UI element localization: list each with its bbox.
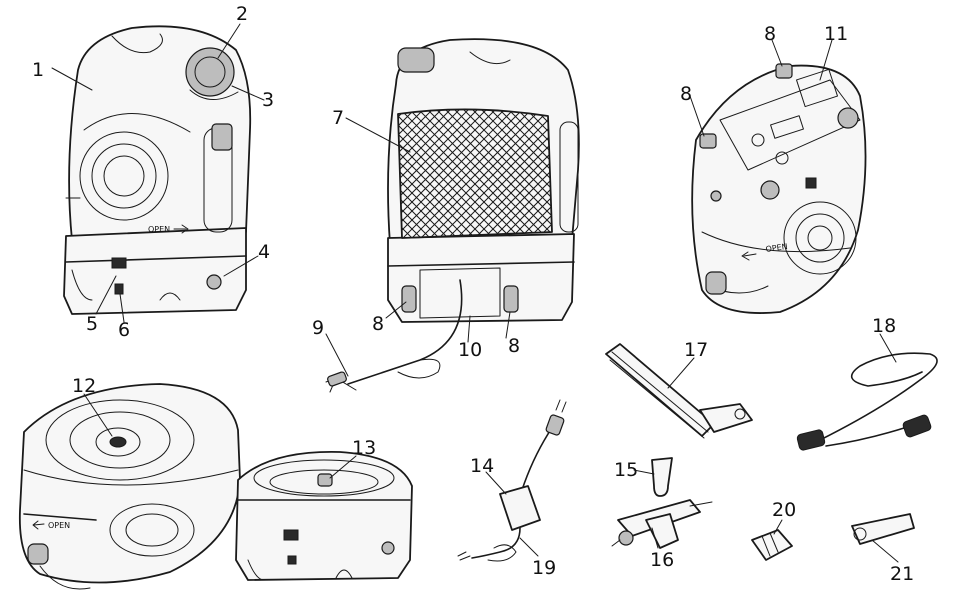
mesh-line [498,109,552,238]
callout-19: 19 [532,557,556,579]
mesh-line [462,109,552,238]
ac-adapter [457,399,567,562]
open-arrow-bottom-label: OPEN [48,521,70,530]
main-unit-front-view: OPEN [63,25,252,315]
flat-nozzle [851,513,915,545]
callout-6: 6 [118,319,130,341]
callout-8-rear-right: 8 [508,335,520,357]
callout-12: 12 [72,375,96,397]
mesh-line [398,109,470,238]
mesh-line [507,109,552,238]
callout-1: 1 [32,59,44,81]
mesh-line [398,109,497,238]
mesh-line [398,109,461,238]
mesh-line [398,109,515,238]
mesh-line [489,109,552,238]
mesh-line [398,109,452,238]
callout-15: 15 [614,459,638,481]
mesh-line [238,100,388,250]
mesh-line [398,109,470,238]
main-unit-rear-view [229,38,712,393]
mesh-line [398,109,542,238]
mesh-line [507,109,552,238]
open-arrow-front-label: OPEN [148,225,170,234]
filter-mesh [229,100,712,250]
mesh-line [525,109,552,238]
mesh-line [562,100,712,250]
callout-8-top-right: 8 [764,23,776,45]
callout-13: 13 [352,437,376,459]
mesh-line [247,100,397,250]
leader-lines [51,23,899,563]
lower-tank [235,451,413,581]
callout-numbers: 1 2 3 4 5 6 7 8 8 8 8 9 10 11 12 13 14 1… [32,3,914,585]
callout-2: 2 [236,3,248,25]
mesh-line [247,100,397,250]
callout-14: 14 [470,455,494,477]
hose [796,352,938,451]
callout-4: 4 [258,241,270,263]
callout-18: 18 [872,315,896,337]
mesh-line [516,109,552,238]
mesh-line [444,109,552,238]
mesh-line [398,109,425,238]
brush-attachment [605,343,753,439]
mesh-line [398,109,407,238]
callout-3: 3 [262,89,274,111]
mesh-line [398,109,488,238]
callout-8-top-left: 8 [680,83,692,105]
mesh-line [398,109,461,238]
mesh-line [562,100,712,250]
mesh-line [426,109,552,238]
mesh-line [398,109,434,238]
mesh-line [398,109,533,238]
mesh-line [398,109,434,238]
mesh-line [480,109,552,238]
mesh-line [238,100,388,250]
open-arrow-rear-label: OPEN [765,242,788,254]
nozzle-tip [751,529,793,561]
mesh-line [398,109,452,238]
mesh-line [398,109,443,238]
callout-9: 9 [312,317,324,339]
mesh-line [398,109,524,238]
callout-11: 11 [824,23,848,45]
mesh-line [489,109,552,238]
mesh-line [229,100,379,250]
callout-16: 16 [650,549,674,571]
mesh-line [417,109,552,238]
mesh-line [435,109,552,238]
mesh-line [398,109,479,238]
mesh-line [398,109,506,238]
mesh-line [516,109,552,238]
mesh-line [399,109,551,238]
callout-17: 17 [684,339,708,361]
callout-20: 20 [772,499,796,521]
base-unit-view: OPEN [18,383,241,590]
mesh-line [398,109,407,238]
callout-10: 10 [458,339,482,361]
mesh-line [498,109,552,238]
callout-21: 21 [890,563,914,585]
mesh-line [471,109,552,238]
callout-7: 7 [332,107,344,129]
main-unit-top-view: OPEN [691,63,867,314]
mesh-line [398,109,443,238]
callout-8-rear-left: 8 [372,313,384,335]
mesh-line [480,109,552,238]
callout-5: 5 [86,313,98,335]
mesh-line [408,109,552,238]
mesh-line [453,109,552,238]
